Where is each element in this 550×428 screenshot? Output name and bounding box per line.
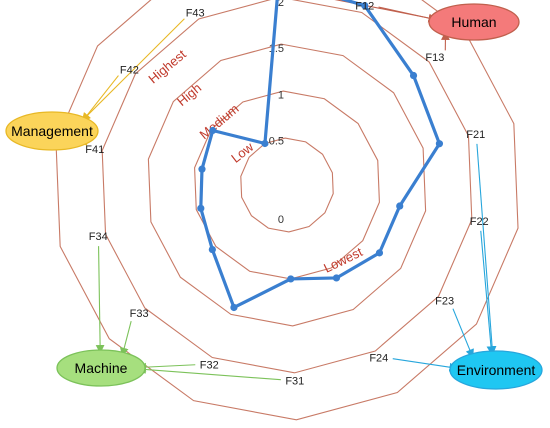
category-label-F22: F22 xyxy=(470,216,489,228)
arrow-F43 xyxy=(81,18,185,122)
category-label-F23: F23 xyxy=(435,296,454,308)
category-label-F21: F21 xyxy=(466,129,485,141)
arrow-F32 xyxy=(137,362,196,372)
arrow-F34 xyxy=(95,246,105,354)
data-point-F24 xyxy=(332,274,341,282)
tick-label: 2 xyxy=(278,0,284,9)
group-ellipse-environment xyxy=(449,350,543,390)
data-point-F22 xyxy=(396,202,404,210)
level-label-high: High xyxy=(174,80,204,109)
data-point-F21 xyxy=(435,140,444,148)
data-point-F42 xyxy=(209,126,217,135)
category-label-F43: F43 xyxy=(186,7,205,19)
group-arrows xyxy=(79,0,497,381)
level-label-low: Low xyxy=(228,139,257,166)
data-point-F32 xyxy=(230,303,238,312)
arrow-F31 xyxy=(137,365,281,381)
category-label-F33: F33 xyxy=(130,308,149,320)
category-labels: F11F12F13F21F22F23F24F31F32F33F34F41F42F… xyxy=(85,1,489,388)
arrow-F22 xyxy=(480,230,496,356)
group-label-machine: Machine xyxy=(75,360,128,376)
tick-label: 0.5 xyxy=(269,136,284,148)
group-label-management: Management xyxy=(11,123,93,139)
level-label-lowest: Lowest xyxy=(321,244,365,276)
category-label-F24: F24 xyxy=(369,353,388,365)
arrow-F12 xyxy=(378,6,438,23)
series-line xyxy=(197,0,444,312)
category-label-F32: F32 xyxy=(200,359,219,371)
data-point-F31 xyxy=(287,275,295,283)
category-label-F34: F34 xyxy=(89,231,108,243)
group-ellipse-management xyxy=(5,111,99,151)
category-label-F42: F42 xyxy=(120,64,139,76)
group-label-environment: Environment xyxy=(457,362,536,378)
group-ellipse-human xyxy=(428,3,520,41)
data-point-F33 xyxy=(208,245,216,254)
ring-2.5 xyxy=(55,0,519,421)
category-label-F13: F13 xyxy=(425,52,444,64)
category-label-F31: F31 xyxy=(285,375,304,387)
grid-rings xyxy=(55,0,519,421)
ring-0.5 xyxy=(240,137,334,233)
level-label-highest: Highest xyxy=(145,46,189,86)
ring-1.5 xyxy=(147,43,427,327)
group-label-human: Human xyxy=(451,14,496,30)
data-point-F41 xyxy=(198,165,206,173)
data-point-F43 xyxy=(261,139,269,148)
tick-label: 0 xyxy=(278,214,284,226)
data-point-F13 xyxy=(409,71,418,80)
data-point-F23 xyxy=(375,249,384,257)
category-label-F12: F12 xyxy=(355,1,374,13)
arrow-F33 xyxy=(119,321,132,357)
group-ellipse-machine xyxy=(56,349,146,387)
radial-tick-labels: 00.511.522.5 xyxy=(269,0,284,226)
ring-2 xyxy=(101,0,473,374)
arrow-F21 xyxy=(476,143,497,356)
data-point-F12 xyxy=(361,1,369,10)
data-point-F34 xyxy=(197,204,205,212)
tick-label: 1 xyxy=(278,89,284,101)
arrow-F24 xyxy=(392,358,459,372)
category-label-F41: F41 xyxy=(85,144,104,156)
arrow-F23 xyxy=(452,308,474,359)
